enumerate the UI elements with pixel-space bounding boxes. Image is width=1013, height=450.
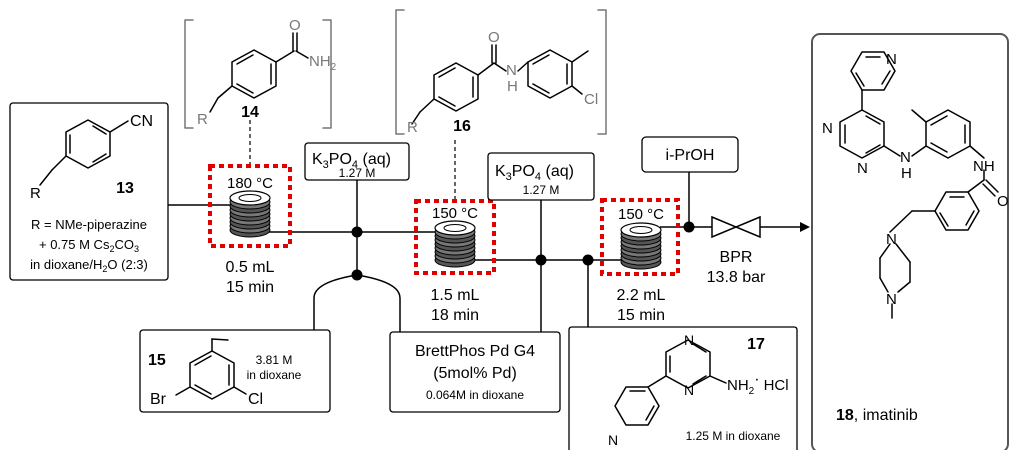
reactor-1: 180 °C 0.5 mL 15 min <box>208 120 292 296</box>
k3po4-box-1: K3PO4 (aq) 1.27 M <box>304 142 410 181</box>
compound-14: O NH2 R 14 <box>184 17 337 129</box>
c13-note1: R = NMe-piperazine <box>31 217 147 232</box>
c15-conc2: in dioxane <box>247 368 302 382</box>
c14-number: 14 <box>241 104 259 121</box>
bpr-pressure: 13.8 bar <box>707 269 766 286</box>
c18-nh: NH <box>973 158 995 175</box>
iproh-label: i-PrOH <box>666 147 715 164</box>
catalyst-box: BrettPhos Pd G4 (5mol% Pd) 0.064M in dio… <box>389 331 561 413</box>
c15-cl: Cl <box>248 391 263 408</box>
catalyst-line2: (5mol% Pd) <box>433 365 517 382</box>
c17-number: 17 <box>747 336 765 353</box>
iproh-box: i-PrOH <box>641 136 739 173</box>
c18-n-pip2: N <box>886 291 897 308</box>
k3po4-2-conc: 1.27 M <box>523 183 560 197</box>
reactor-1-volume: 0.5 mL <box>226 259 275 276</box>
flow-lines <box>168 172 810 335</box>
compound-17-box: 17 N N N NH2·HCl 1.25 M in dioxane <box>568 326 798 450</box>
c17-n2: N <box>684 382 694 398</box>
c18-h: H <box>901 165 912 182</box>
reactor-2-time: 18 min <box>431 307 479 324</box>
svg-text:+ 0.75 M Cs2CO3: + 0.75 M Cs2CO3 <box>39 237 139 254</box>
c16-cl: Cl <box>584 91 598 108</box>
reactor-3-time: 15 min <box>617 307 665 324</box>
c14-o: O <box>289 17 301 34</box>
c15-br: Br <box>150 391 167 408</box>
bpr-valve: BPR 13.8 bar <box>707 215 766 286</box>
c16-n: N <box>506 62 517 79</box>
c16-h: H <box>507 78 518 95</box>
c13-cn: CN <box>130 113 153 130</box>
reactor-2-volume: 1.5 mL <box>431 287 480 304</box>
catalyst-line1: BrettPhos Pd G4 <box>415 343 535 360</box>
svg-text:18, imatinib: 18, imatinib <box>836 407 918 424</box>
reactor-2: 150 °C 1.5 mL 18 min <box>414 140 496 324</box>
reactor-3-volume: 2.2 mL <box>617 287 666 304</box>
c16-r: R <box>407 119 418 136</box>
k3po4-box-2: K3PO4 (aq) 1.27 M <box>487 152 595 201</box>
c17-conc: 1.25 M in dioxane <box>686 429 781 443</box>
compound-16: O N H Cl R 16 <box>395 9 607 136</box>
c17-n1: N <box>684 332 694 348</box>
c15-conc1: 3.81 M <box>256 353 293 367</box>
reactor-1-time: 15 min <box>226 279 274 296</box>
k3po4-1-conc: 1.27 M <box>339 166 376 180</box>
svg-text:in dioxane/H2O (2:3): in dioxane/H2O (2:3) <box>30 257 148 274</box>
product-18-panel: N N N N H NH O N N 18, imatinib <box>811 33 1009 450</box>
junction-dots <box>351 221 695 281</box>
c16-number: 16 <box>453 118 471 135</box>
c17-n3: N <box>608 432 618 448</box>
c13-number: 13 <box>116 180 134 197</box>
reactor-3-temp: 150 °C <box>618 206 664 223</box>
c13-r: R <box>30 185 41 202</box>
c15-number: 15 <box>148 352 166 369</box>
c18-n-b: N <box>857 160 868 177</box>
svg-text:NH2: NH2 <box>309 53 337 73</box>
compound-13-box: CN R 13 R = NMe-piperazine + 0.75 M Cs2C… <box>9 102 169 281</box>
catalyst-line3: 0.064M in dioxane <box>426 388 524 402</box>
c18-n-pyridine: N <box>886 51 897 68</box>
c16-o: O <box>488 29 500 46</box>
c18-o: O <box>997 193 1009 210</box>
reactor-2-temp: 150 °C <box>432 205 478 222</box>
svg-text:NH2·HCl: NH2·HCl <box>727 371 789 397</box>
c18-n-pip1: N <box>886 231 897 248</box>
bpr-label: BPR <box>720 249 753 266</box>
c14-r: R <box>197 111 208 128</box>
c18-n-a: N <box>822 120 833 137</box>
reactor-3: 150 °C 2.2 mL 15 min <box>600 198 680 324</box>
reactor-1-temp: 180 °C <box>227 175 273 192</box>
compound-15-box: 15 Br Cl 3.81 M in dioxane <box>139 329 331 413</box>
svg-text:K3PO4 (aq): K3PO4 (aq) <box>312 151 391 171</box>
c18-n-c: N <box>900 149 911 166</box>
svg-text:K3PO4 (aq): K3PO4 (aq) <box>495 163 574 183</box>
